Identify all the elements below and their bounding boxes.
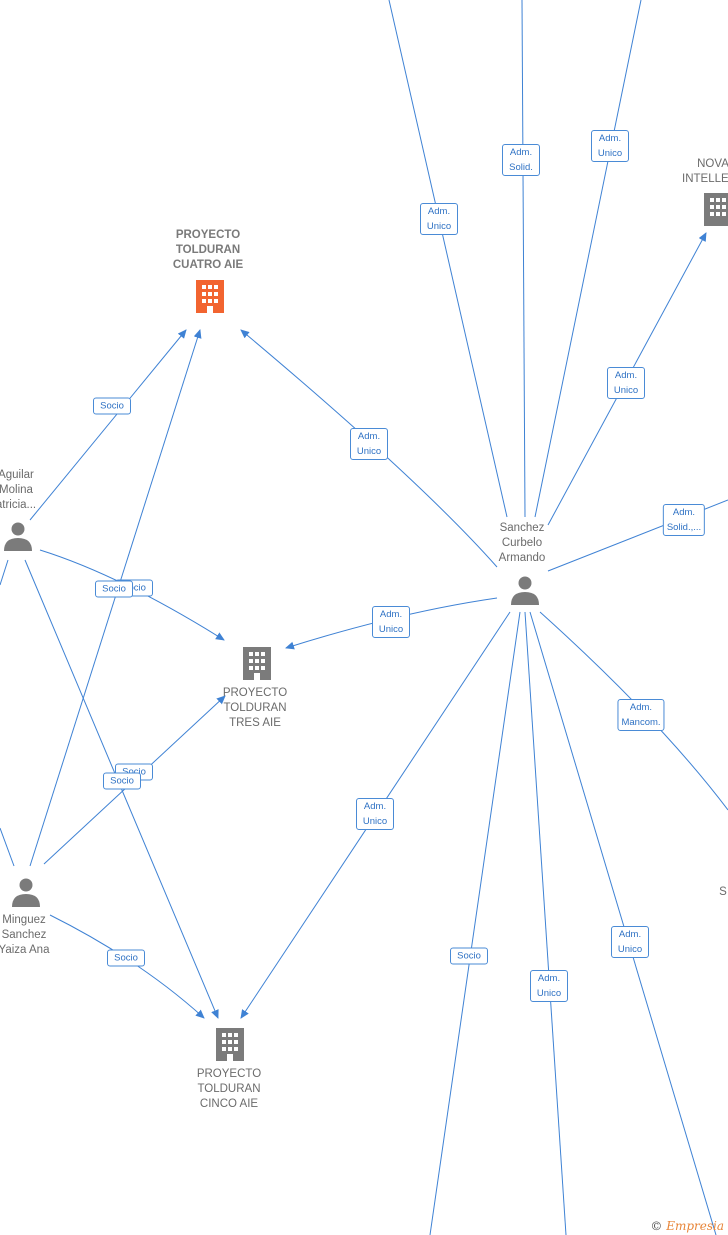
edge-label: Adm. Mancom. — [617, 699, 665, 731]
edge-line — [388, 0, 508, 518]
edge-label: Socio — [93, 397, 131, 415]
edge-line — [0, 559, 9, 586]
edge-line — [529, 611, 717, 1235]
edge-label: Socio — [103, 772, 141, 790]
building-icon — [216, 1028, 244, 1061]
edge-label: Adm. Unico — [591, 130, 629, 162]
edge-line — [524, 611, 567, 1235]
person-icon — [4, 522, 32, 551]
building-icon — [243, 647, 271, 680]
person-icon — [12, 878, 40, 907]
edge-line — [240, 329, 498, 568]
edge-label: Adm. Unico — [356, 798, 394, 830]
person-label-aguilar[interactable]: Aguilar Molina atricia... — [0, 469, 37, 511]
edge-label: Adm. Unico — [611, 926, 649, 958]
company-label-cinco[interactable]: PROYECTO TOLDURAN CINCO AIE — [196, 1068, 262, 1110]
edge-line — [0, 827, 15, 867]
edge-line — [29, 329, 187, 521]
edge-label: Socio — [107, 949, 145, 967]
building-icon — [704, 193, 728, 226]
company-label-tres[interactable]: PROYECTO TOLDURAN TRES AIE — [222, 687, 288, 729]
company-label-nova[interactable]: NOVA INTELLECT — [682, 158, 728, 185]
edge-label: Socio — [95, 580, 133, 598]
edge-label: Adm. Unico — [420, 203, 458, 235]
edge-label: Adm. Unico — [372, 606, 410, 638]
building-icon — [196, 280, 224, 313]
person-icon — [511, 576, 539, 605]
copyright-symbol: © — [650, 1219, 663, 1233]
person-label-sanchez[interactable]: Sanchez Curbelo Armando — [498, 522, 546, 564]
edge-label: Adm. Unico — [530, 970, 568, 1002]
edge-line — [29, 329, 202, 867]
person-label-partial[interactable]: S — [719, 886, 727, 898]
edge-label: Adm. Unico — [350, 428, 388, 460]
edge-line — [521, 0, 526, 518]
edge-label: Socio — [450, 947, 488, 965]
company-label-cuatro[interactable]: PROYECTO TOLDURAN CUATRO AIE — [172, 229, 244, 271]
brand-logo: Empresia — [666, 1219, 724, 1233]
edge-label: Adm. Solid.,... — [662, 504, 706, 536]
person-label-minguez[interactable]: Minguez Sanchez Yaiza Ana — [0, 914, 50, 956]
empresia-watermark: © Empresia — [650, 1219, 724, 1233]
edge-line — [429, 611, 521, 1235]
edge-label: Adm. Unico — [607, 367, 645, 399]
edge-label: Adm. Solid. — [502, 144, 540, 176]
edge-line — [534, 0, 642, 518]
